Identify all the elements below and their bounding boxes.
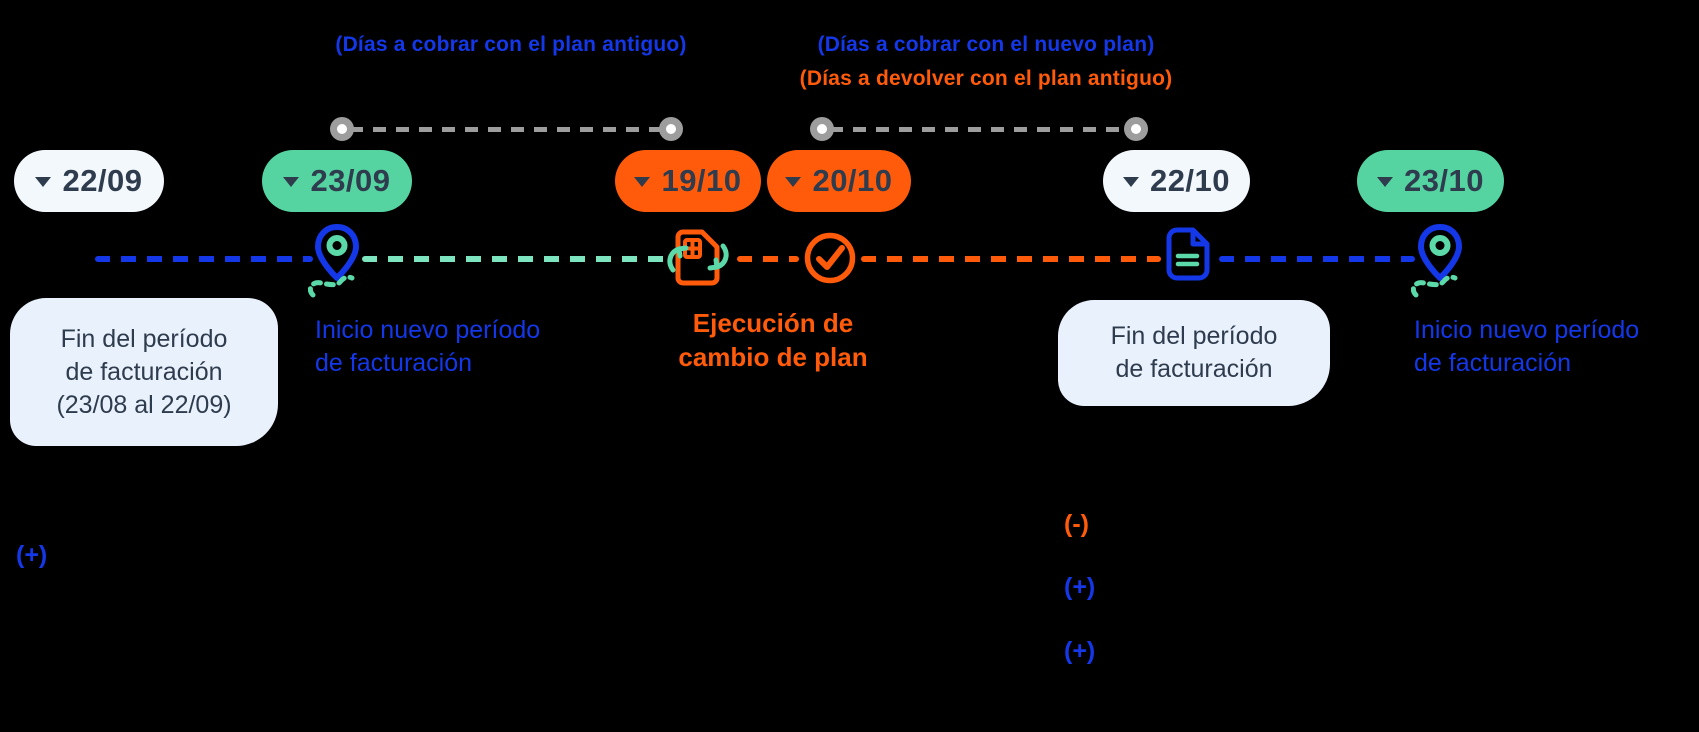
connector-dot (1124, 117, 1148, 141)
sim-card-swap-icon (667, 229, 729, 286)
chevron-down-icon (35, 177, 52, 187)
marker-minus-refund: (-) (1064, 510, 1089, 538)
chevron-down-icon (785, 177, 802, 187)
date-label: 23/10 (1403, 163, 1485, 198)
location-pin-icon (315, 224, 359, 281)
label-days-charged-old-plan: (Días a cobrar con el plan antiguo) (335, 33, 687, 56)
connector-new-plan-span (810, 117, 1148, 141)
connector-dot (659, 117, 683, 141)
timeline-segment-old-period (95, 256, 313, 262)
date-pill-20-10[interactable]: 20/10 (767, 150, 911, 212)
chevron-down-icon (634, 177, 651, 187)
connector-dashed-line (830, 127, 1128, 132)
timeline-segment-plan-change (737, 256, 799, 262)
timeline-segment-refund-span (861, 256, 1161, 262)
bubble-end-old-billing-period: Fin del período de facturación (23/08 al… (10, 298, 278, 446)
label-days-refunded-old-plan: (Días a devolver con el plan antiguo) (799, 67, 1173, 90)
check-circle-icon (804, 232, 856, 284)
connector-old-plan-span (330, 117, 683, 141)
date-pill-23-10[interactable]: 23/10 (1357, 150, 1504, 212)
label-days-charged-new-plan: (Días a cobrar con el nuevo plan) (817, 33, 1155, 56)
marker-plus-next-period: (+) (1064, 637, 1096, 665)
chevron-down-icon (1122, 177, 1139, 187)
connector-dashed-line (350, 127, 663, 132)
label-start-new-billing-period-2: Inicio nuevo período de facturación (1414, 316, 1640, 377)
timeline-segment-next-period (1219, 256, 1415, 262)
invoice-document-icon (1166, 227, 1210, 281)
date-label: 22/09 (62, 163, 143, 198)
timeline-segment-new-period-start (362, 256, 666, 262)
marker-plus-new-plan: (+) (1064, 573, 1096, 601)
date-label: 19/10 (661, 163, 742, 198)
location-pin-icon (1418, 224, 1462, 281)
label-start-new-billing-period-1: Inicio nuevo período de facturación (315, 316, 541, 377)
bubble-end-new-billing-period: Fin del período de facturación (1058, 300, 1330, 406)
route-dashes-icon (308, 274, 355, 298)
label-plan-change-execution: Ejecución de cambio de plan (678, 308, 868, 373)
chevron-down-icon (283, 177, 300, 187)
marker-plus-old-plan: (+) (16, 541, 48, 569)
date-label: 23/09 (310, 163, 391, 198)
date-pill-22-10[interactable]: 22/10 (1103, 150, 1250, 212)
date-label: 20/10 (812, 163, 893, 198)
date-pill-22-09[interactable]: 22/09 (14, 150, 164, 212)
date-pill-19-10[interactable]: 19/10 (615, 150, 761, 212)
date-label: 22/10 (1149, 163, 1231, 198)
chevron-down-icon (1376, 177, 1393, 187)
route-dashes-icon (1411, 274, 1458, 298)
date-pill-23-09[interactable]: 23/09 (262, 150, 412, 212)
